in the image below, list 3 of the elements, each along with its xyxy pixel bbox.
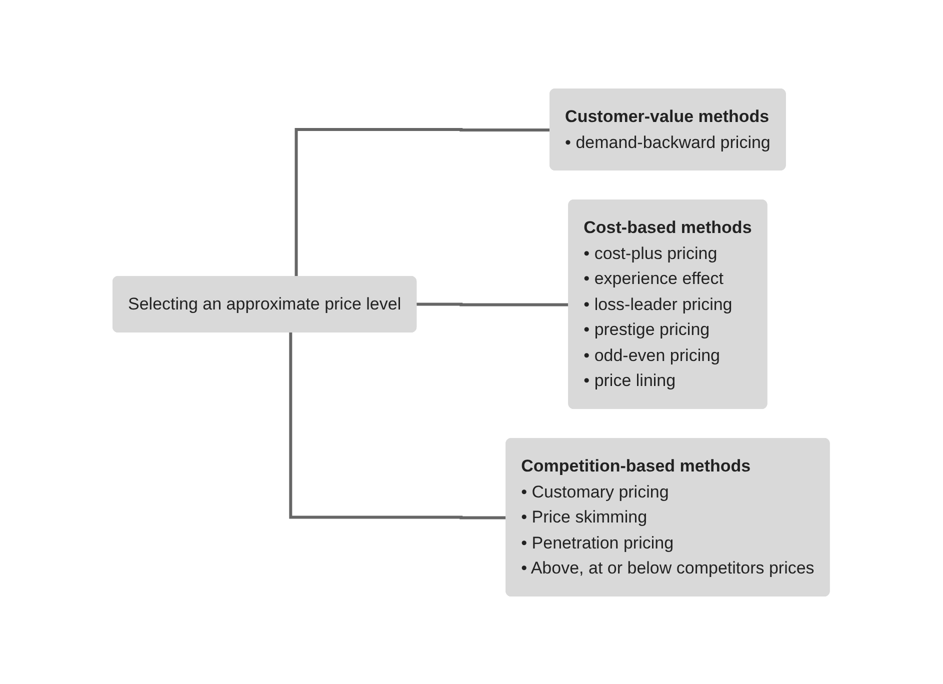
connector [290,332,507,519]
connector [295,128,551,276]
connector [415,302,570,306]
